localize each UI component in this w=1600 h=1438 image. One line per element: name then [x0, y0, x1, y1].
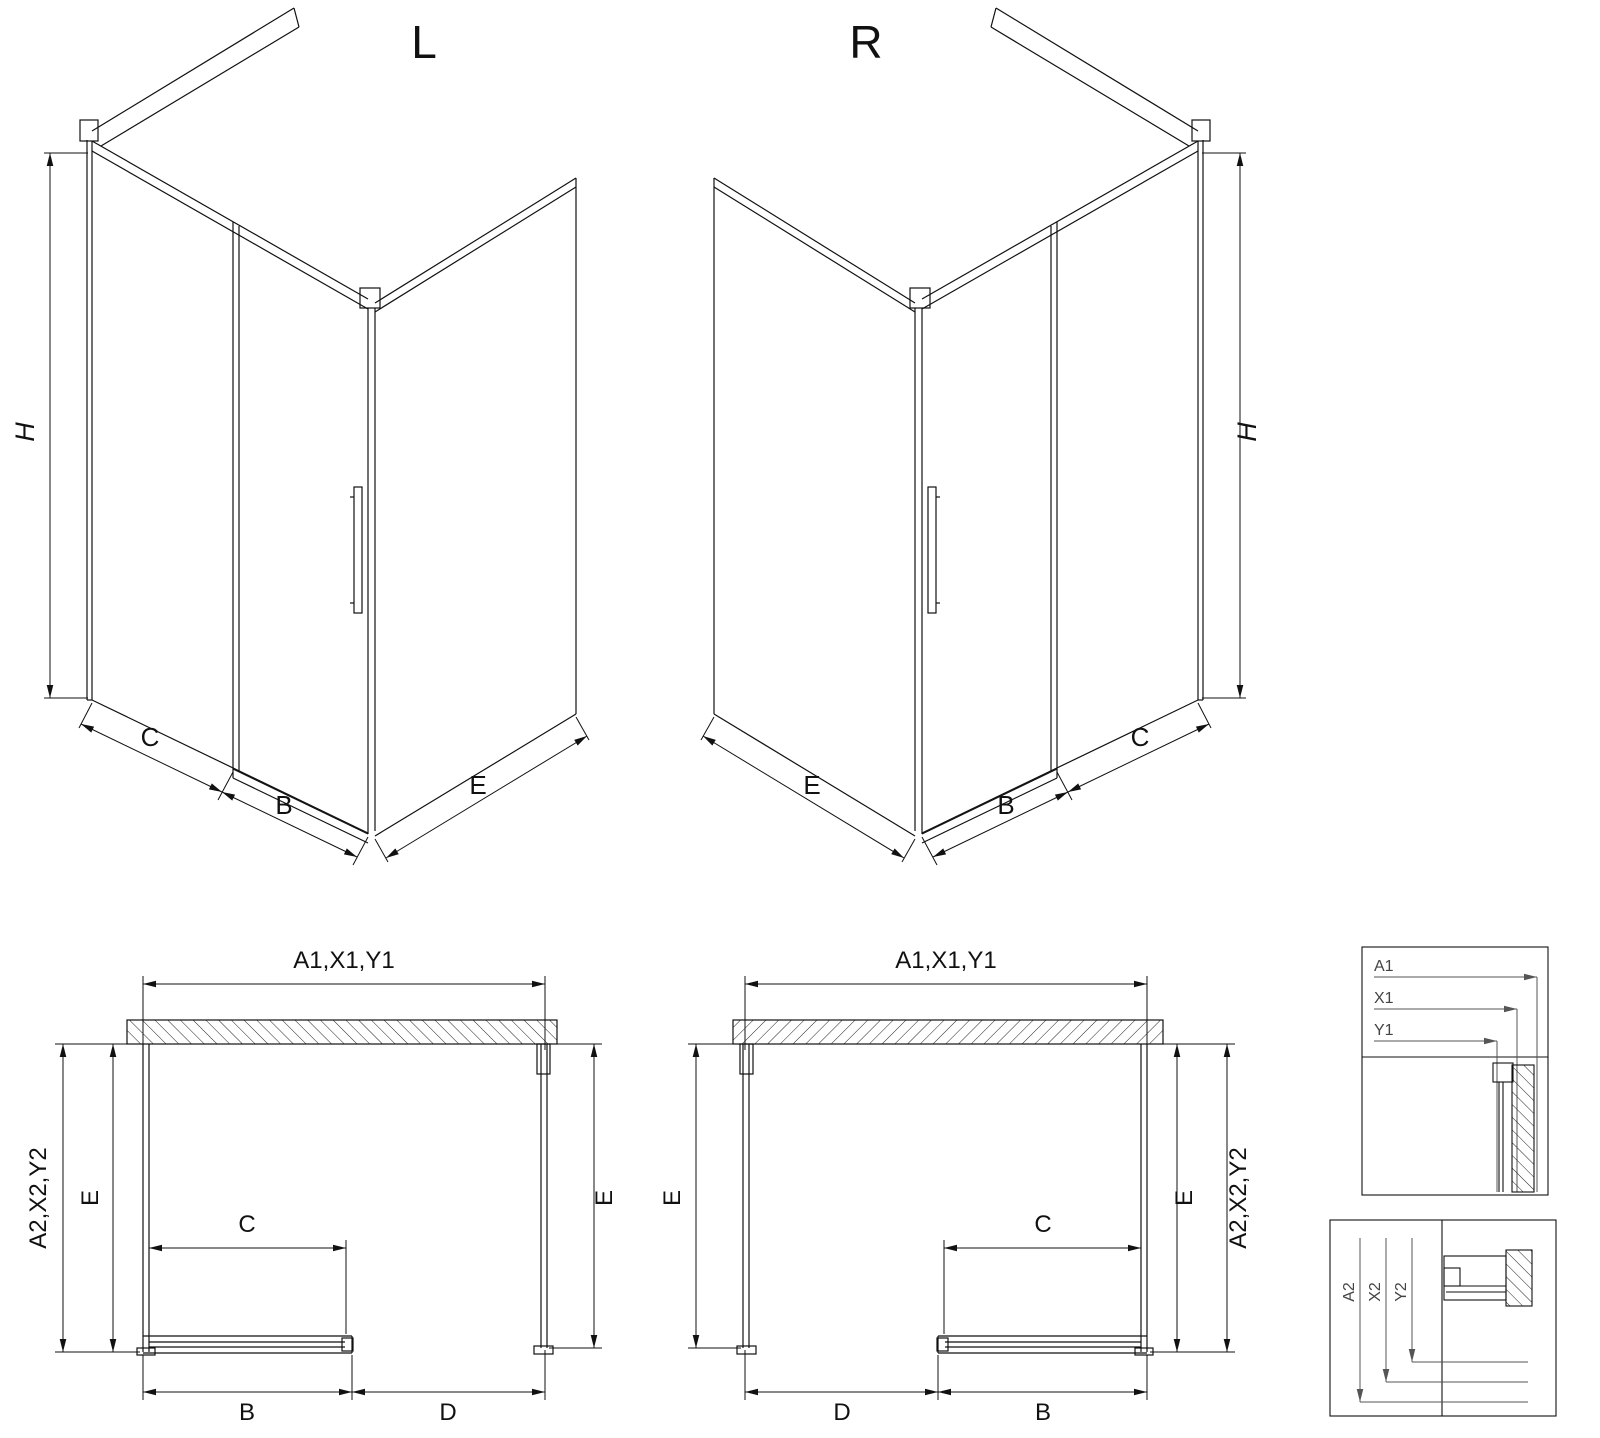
- plan-right-dim-a2: A2,X2,Y2: [1225, 1147, 1252, 1248]
- iso-right-dim-b: B: [997, 790, 1014, 820]
- plan-right-dim-e-left: E: [659, 1190, 686, 1206]
- iso-left-dim-e: E: [469, 770, 486, 800]
- plan-right-dim-d: D: [833, 1399, 850, 1426]
- iso-left-dim-h: H: [10, 422, 40, 442]
- plan-left-dim-a2: A2,X2,Y2: [25, 1147, 52, 1248]
- plan-left-dim-e-left: E: [77, 1190, 104, 1206]
- detail-bottom-label-a2: A2: [1341, 1282, 1358, 1302]
- iso-left-title: L: [411, 16, 437, 68]
- plan-left-dim-e-right: E: [591, 1190, 618, 1206]
- iso-left-geometry: [44, 8, 589, 865]
- detail-top-label-a1: A1: [1374, 958, 1394, 975]
- iso-right-dim-c: C: [1131, 722, 1150, 752]
- plan-right-dim-b: B: [1035, 1399, 1051, 1426]
- iso-left-dim-c: C: [141, 722, 160, 752]
- iso-left-dim-b: B: [275, 790, 292, 820]
- plan-left-dim-b: B: [239, 1399, 255, 1426]
- iso-right-title: R: [849, 16, 882, 68]
- plan-left-dim-c: C: [238, 1211, 255, 1238]
- iso-view-right: R H C B E: [701, 8, 1262, 865]
- plan-right-dim-a1: A1,X1,Y1: [895, 947, 996, 974]
- detail-top-label-x1: X1: [1374, 990, 1394, 1007]
- detail-bottom-label-y2: Y2: [1393, 1282, 1410, 1302]
- detail-top-wall-section: [1492, 1062, 1535, 1193]
- detail-view-bottom: A2 X2 Y2: [1329, 1219, 1557, 1417]
- iso-view-left: L H C B E: [10, 8, 589, 865]
- detail-bottom-wall-section: [1443, 1249, 1533, 1307]
- plan-left-dim-d: D: [439, 1399, 456, 1426]
- plan-left-dim-a1: A1,X1,Y1: [293, 947, 394, 974]
- detail-bottom-label-x2: X2: [1367, 1282, 1384, 1302]
- plan-view-right: A1,X1,Y1 A2,X2,Y2 E E C D B: [659, 947, 1252, 1426]
- iso-right-dim-h: H: [1232, 422, 1262, 442]
- plan-right-dim-e-right: E: [1171, 1190, 1198, 1206]
- detail-top-border: [1361, 946, 1549, 1196]
- detail-top-label-y1: Y1: [1374, 1022, 1394, 1039]
- detail-bottom-leaders: [1356, 1238, 1528, 1403]
- plan-left-geometry: [55, 976, 602, 1400]
- plan-right-dim-c: C: [1034, 1211, 1051, 1238]
- iso-right-dim-e: E: [803, 770, 820, 800]
- detail-view-top: A1 X1 Y1: [1361, 946, 1549, 1196]
- plan-view-left: A1,X1,Y1 A2,X2,Y2 E E C B D: [25, 947, 618, 1426]
- plan-right-geometry: [688, 976, 1235, 1400]
- detail-top-leaders: [1374, 973, 1538, 1192]
- detail-bottom-border: [1329, 1219, 1557, 1417]
- iso-right-geometry: [701, 8, 1246, 865]
